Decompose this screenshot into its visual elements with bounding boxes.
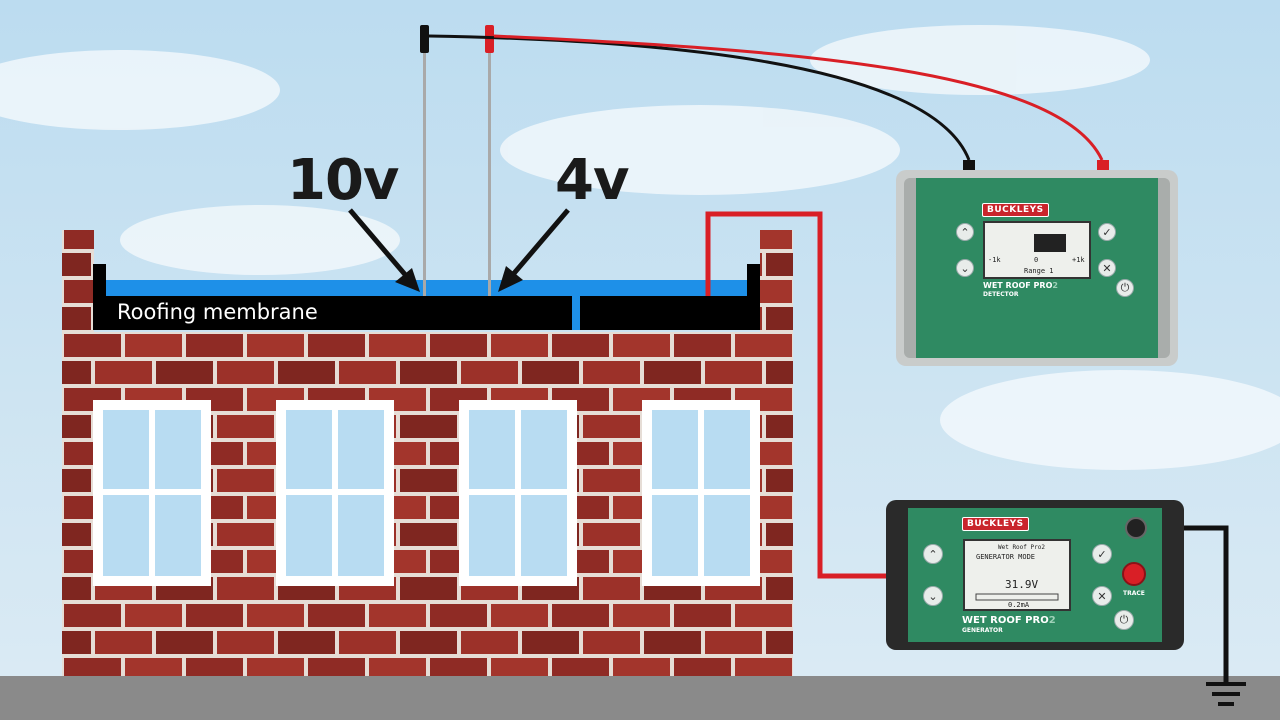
detector-up-button[interactable]: ⌃ (956, 223, 974, 241)
window-3 (459, 400, 577, 586)
window-4 (642, 400, 760, 586)
trace-terminal (1122, 562, 1146, 586)
arrow-4v (498, 208, 570, 292)
detector-scale-left: -1k (988, 256, 1001, 264)
trace-label: TRACE (1123, 590, 1145, 597)
building (62, 230, 793, 676)
generator-model: WET ROOF PRO2 (962, 615, 1056, 626)
earth-terminal (1125, 517, 1147, 539)
arrow-10v (348, 208, 420, 292)
detector-brand-badge: BUCKLEYS (982, 203, 1049, 217)
detector-cancel-button[interactable]: ✕ (1098, 259, 1116, 277)
detector-bargraph (1034, 234, 1066, 252)
generator-lcd (963, 539, 1071, 611)
membrane-breach (572, 296, 580, 330)
generator-confirm-button[interactable]: ✓ (1092, 544, 1112, 564)
probe-black (420, 25, 429, 296)
generator-kind: GENERATOR (962, 627, 1003, 634)
earth-ground-symbol (1206, 682, 1246, 706)
generator-up-button[interactable]: ⌃ (923, 544, 943, 564)
window-1 (93, 400, 211, 586)
parapet-right (760, 230, 793, 332)
generator-mode: GENERATOR MODE (976, 553, 1036, 561)
generator-current: 0.2mA (1008, 601, 1030, 609)
roofing-membrane (93, 264, 572, 330)
detector-model: WET ROOF PRO2 (983, 281, 1058, 290)
window-2 (276, 400, 394, 586)
detector-model-suffix: 2 (1052, 281, 1058, 290)
generator-voltage: 31.9V (1005, 578, 1039, 591)
detector-scale-mid: 0 (1034, 256, 1039, 264)
detector-power-button[interactable]: ⏻ (1116, 279, 1134, 297)
generator-cancel-button[interactable]: ✕ (1092, 586, 1112, 606)
generator-model-suffix: 2 (1048, 615, 1056, 626)
detector-kind: DETECTOR (983, 291, 1019, 298)
voltage-label-10v: 10v (287, 148, 399, 213)
red-lead-detector (493, 34, 1104, 161)
generator-power-button[interactable]: ⏻ (1114, 610, 1134, 630)
generator-brand-badge: BUCKLEYS (962, 517, 1029, 531)
detector-model-name: WET ROOF PRO (983, 281, 1053, 290)
membrane-label: Roofing membrane (117, 300, 318, 324)
generator-model-name: WET ROOF PRO (962, 615, 1049, 626)
detector-range: Range 1 (1024, 267, 1054, 275)
generator-down-button[interactable]: ⌄ (923, 586, 943, 606)
detector-scale-right: +1k (1072, 256, 1085, 264)
voltage-label-4v: 4v (555, 148, 629, 213)
generator-bar (975, 593, 1059, 601)
detector-confirm-button[interactable]: ✓ (1098, 223, 1116, 241)
generator-screen-title: Wet Roof Pro2 (998, 544, 1045, 551)
detector-down-button[interactable]: ⌄ (956, 259, 974, 277)
ground (0, 676, 1280, 720)
parapet-left (62, 230, 94, 332)
generator-device (886, 500, 1184, 650)
